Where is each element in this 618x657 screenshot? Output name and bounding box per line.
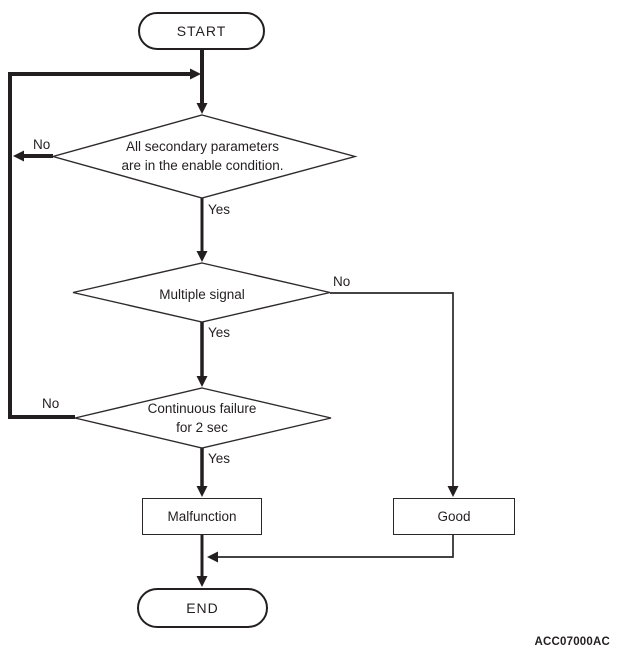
- malfunction-process: Malfunction: [142, 498, 262, 535]
- decision3-shape: [74, 387, 332, 449]
- end-terminal: END: [137, 588, 268, 628]
- good-to-end-line: [217, 535, 454, 558]
- good-process: Good: [393, 498, 515, 535]
- decision1-no-arrowhead: [13, 150, 24, 162]
- junction-arrowhead-left: [207, 551, 218, 563]
- decision2-shape: [72, 262, 331, 323]
- decision1-line1: All secondary parameters: [125, 139, 280, 154]
- decision1-no-label: No: [33, 137, 51, 152]
- end-in-arrowhead: [196, 576, 208, 587]
- decision1-text: All secondary parameters are in the enab…: [70, 137, 335, 175]
- start-terminal: START: [138, 12, 265, 50]
- decision3-no-label: No: [42, 396, 60, 411]
- decision2-text: Multiple signal: [100, 285, 304, 304]
- malfunction-label: Malfunction: [167, 509, 237, 524]
- decision3-yes-label: Yes: [208, 451, 231, 466]
- decision1-in-arrowhead: [196, 103, 208, 114]
- decision1-line2: are in the enable condition.: [121, 158, 284, 173]
- figure-code: ACC07000AC: [534, 636, 610, 648]
- decision2-no-line: [330, 292, 454, 487]
- good-label: Good: [437, 509, 471, 524]
- decision3-line2: for 2 sec: [176, 420, 228, 435]
- decision2-no-label: No: [333, 274, 351, 289]
- loop-arrowhead-right: [190, 68, 201, 80]
- decision2-label: Multiple signal: [159, 287, 245, 302]
- good-in-arrowhead: [447, 486, 459, 497]
- decision3-line1: Continuous failure: [147, 401, 257, 416]
- decision1-shape: [50, 114, 358, 199]
- end-label: END: [186, 600, 219, 616]
- decision3-in-arrowhead: [196, 376, 208, 387]
- decision3-text: Continuous failure for 2 sec: [100, 399, 304, 437]
- decision1-yes-label: Yes: [208, 202, 231, 217]
- malfunction-in-arrowhead: [196, 486, 208, 497]
- loop-return-line: [8, 72, 191, 419]
- decision2-in-arrowhead: [196, 251, 208, 262]
- start-label: START: [176, 23, 227, 39]
- decision2-yes-label: Yes: [208, 325, 231, 340]
